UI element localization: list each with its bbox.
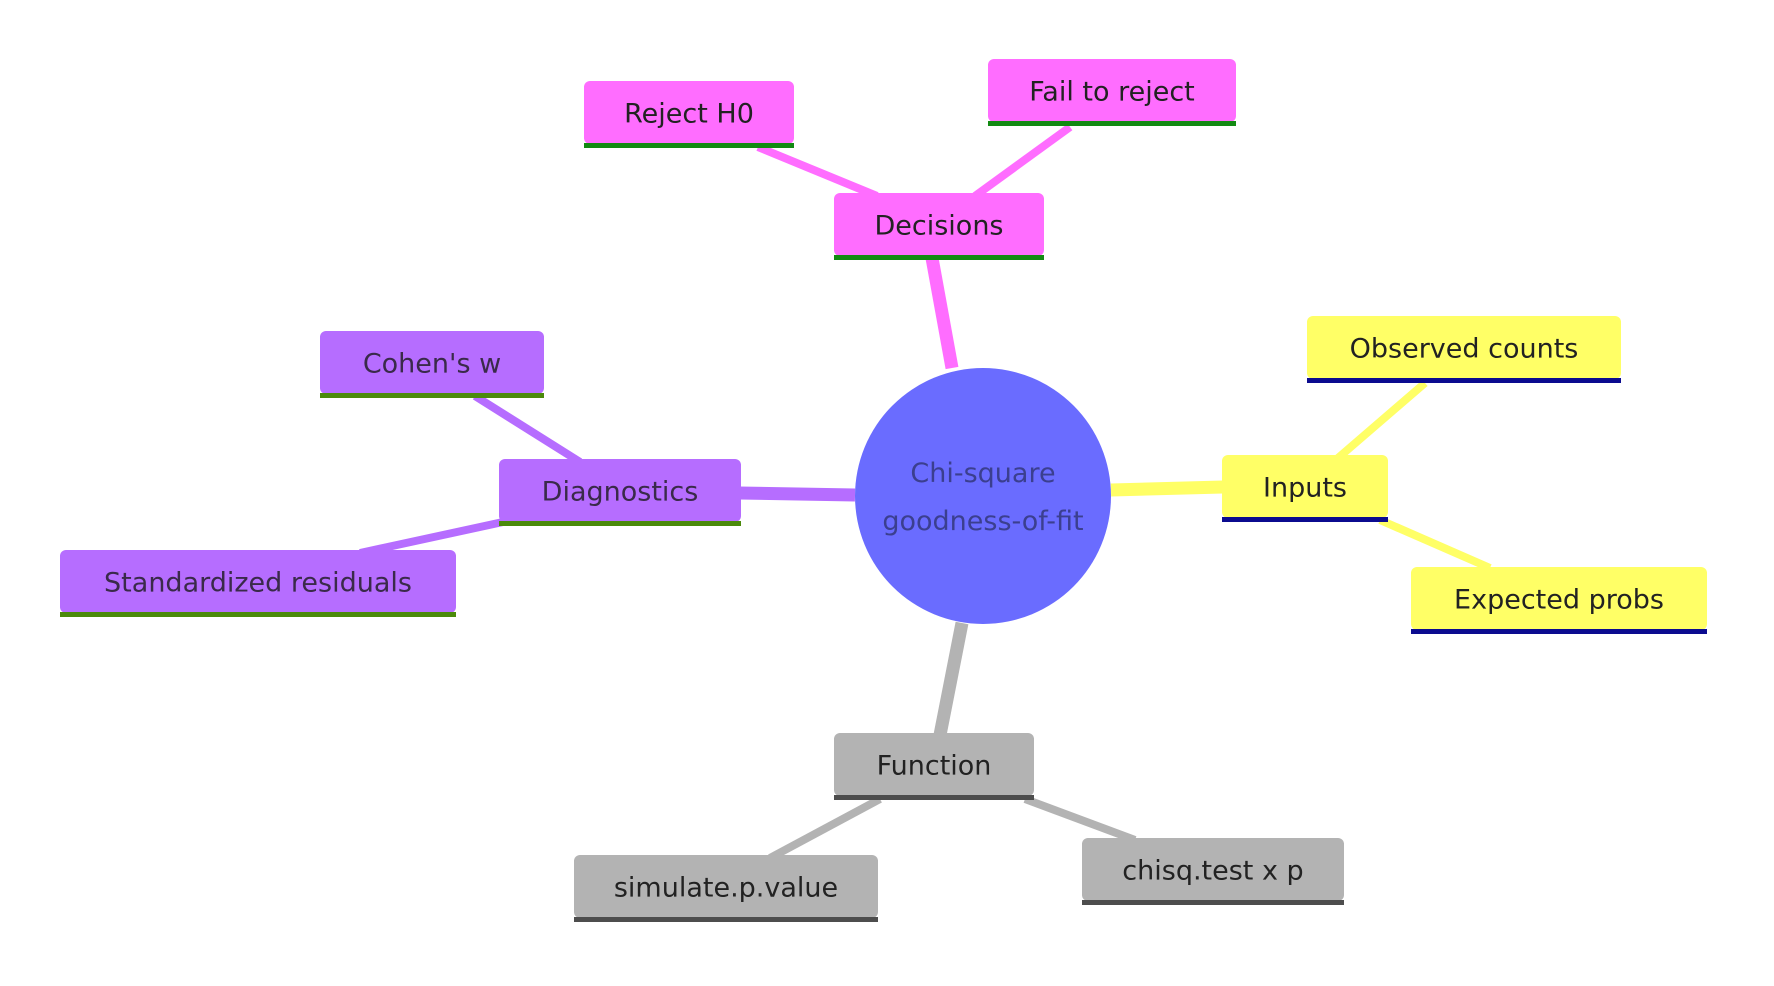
- node-expected-probs-box: [1411, 567, 1707, 630]
- node-fail-to-reject[interactable]: Fail to reject: [988, 59, 1236, 126]
- node-reject-h0-label: Reject H0: [624, 99, 754, 130]
- node-observed-counts-label: Observed counts: [1350, 334, 1579, 365]
- node-function-box: [834, 733, 1034, 796]
- node-expected-probs-label: Expected probs: [1454, 585, 1664, 616]
- node-fail-to-reject-label: Fail to reject: [1029, 77, 1195, 108]
- node-decisions-underline: [834, 255, 1044, 260]
- node-standardized-residuals-label: Standardized residuals: [104, 568, 412, 599]
- connector-fail-to-reject: [972, 123, 1073, 200]
- connector-simulate-p-value: [768, 795, 882, 862]
- node-simulate-p-value-box: [574, 855, 878, 918]
- node-diagnostics-box: [499, 459, 741, 522]
- node-decisions-box: [834, 193, 1044, 256]
- node-inputs[interactable]: Inputs: [1222, 455, 1388, 522]
- node-chisq-test-box: [1082, 838, 1344, 901]
- connector-cohens-w: [472, 392, 583, 466]
- connector-layer: [359, 123, 1492, 862]
- node-observed-counts[interactable]: Observed counts: [1307, 316, 1621, 383]
- node-reject-h0-box: [584, 81, 794, 144]
- root-label-line-1: Chi-square: [910, 458, 1055, 489]
- connector-expected-probs: [1378, 516, 1492, 572]
- connector-diagnostics: [738, 486, 856, 502]
- node-diagnostics-label: Diagnostics: [542, 477, 699, 508]
- node-standardized-residuals-underline: [60, 612, 456, 617]
- node-layer: Reject H0 Fail to rejectDecisionsObserved…: [60, 59, 1707, 922]
- node-inputs-label: Inputs: [1263, 473, 1347, 504]
- node-observed-counts-box: [1307, 316, 1621, 379]
- node-fail-to-reject-underline: [988, 121, 1236, 126]
- node-reject-h0-underline: [584, 143, 794, 148]
- node-function-label: Function: [877, 751, 992, 782]
- node-standardized-residuals-box: [60, 550, 456, 613]
- node-cohens-w-box: [320, 331, 544, 394]
- node-cohens-w-label: Cohen's w: [363, 349, 501, 380]
- node-expected-probs-underline: [1411, 629, 1707, 634]
- connector-inputs: [1110, 480, 1224, 497]
- root-circle: [855, 368, 1111, 624]
- root-label-line-2: goodness-of-fit: [882, 506, 1083, 537]
- connector-decisions: [925, 256, 959, 370]
- node-decisions[interactable]: Decisions: [834, 193, 1044, 260]
- node-chisq-test-underline: [1082, 900, 1344, 905]
- node-decisions-label: Decisions: [874, 211, 1003, 242]
- node-standardized-residuals[interactable]: Standardized residuals: [60, 550, 456, 617]
- node-diagnostics-underline: [499, 521, 741, 526]
- node-fail-to-reject-box: [988, 59, 1236, 122]
- node-reject-h0[interactable]: Reject H0: [584, 81, 794, 148]
- node-function[interactable]: Function: [834, 733, 1034, 800]
- node-inputs-box: [1222, 455, 1388, 518]
- root-node[interactable]: Chi-square goodness-of-fit: [855, 368, 1111, 624]
- node-cohens-w[interactable]: Cohen's w: [320, 331, 544, 398]
- connector-function: [933, 621, 969, 737]
- connector-standardized-residuals: [359, 518, 504, 557]
- node-simulate-p-value-underline: [574, 917, 878, 922]
- node-inputs-underline: [1222, 517, 1388, 522]
- node-simulate-p-value[interactable]: simulate.p.value: [574, 855, 878, 922]
- node-expected-probs[interactable]: Expected probs: [1411, 567, 1707, 634]
- node-simulate-p-value-label: simulate.p.value: [614, 873, 838, 904]
- node-chisq-test[interactable]: chisq.test x p: [1082, 838, 1344, 905]
- node-chisq-test-label: chisq.test x p: [1122, 856, 1303, 887]
- node-observed-counts-underline: [1307, 378, 1621, 383]
- node-diagnostics[interactable]: Diagnostics: [499, 459, 741, 526]
- connector-chisq-test: [1023, 795, 1137, 844]
- connector-observed-counts: [1335, 379, 1428, 462]
- connector-reject-h0: [756, 143, 879, 200]
- node-function-underline: [834, 795, 1034, 800]
- node-cohens-w-underline: [320, 393, 544, 398]
